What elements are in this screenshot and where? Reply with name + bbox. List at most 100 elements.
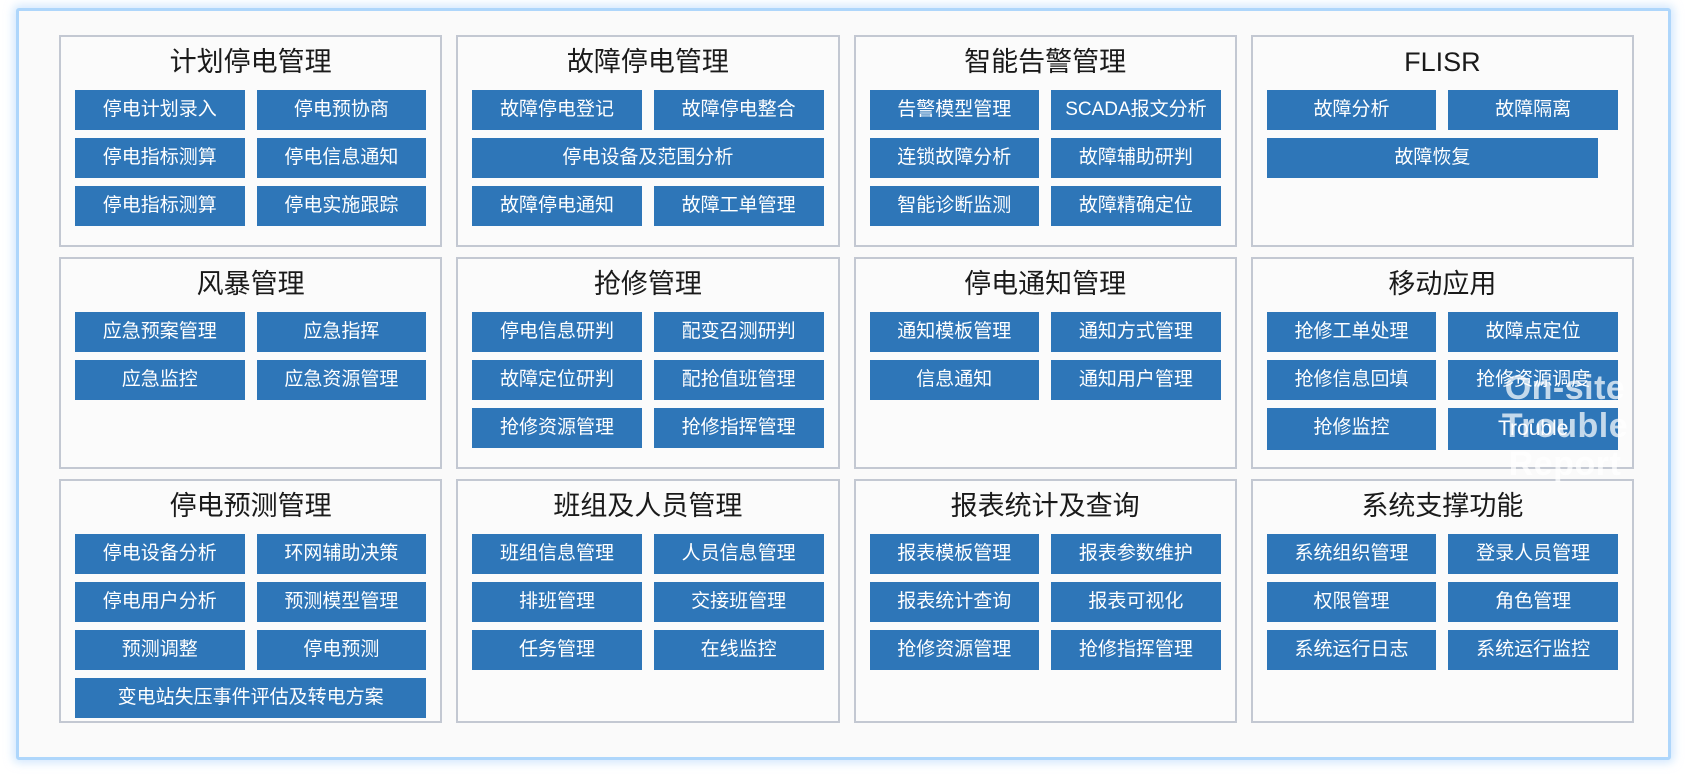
module-button[interactable]: 抢修资源管理 (472, 408, 642, 449)
panel-button-grid: 停电设备分析环网辅助决策停电用户分析预测模型管理预测调整停电预测变电站失压事件评… (75, 534, 427, 721)
panel-button-row: 停电计划录入停电预协商 (75, 90, 427, 131)
panel-button-row: 抢修工单处理故障点定位 (1266, 312, 1618, 353)
module-button[interactable]: 配抢值班管理 (653, 360, 824, 401)
module-button[interactable]: 角色管理 (1448, 582, 1618, 623)
module-button[interactable]: 智能诊断监测 (869, 186, 1040, 227)
module-button[interactable]: 故障工单管理 (653, 186, 824, 227)
module-button[interactable]: 故障恢复 (1266, 138, 1598, 179)
module-button[interactable]: 通知模板管理 (869, 312, 1040, 353)
module-button[interactable]: 停电指标测算 (75, 186, 245, 227)
module-button[interactable]: 预测模型管理 (256, 582, 427, 623)
module-button[interactable]: 交接班管理 (653, 582, 824, 623)
panel-title: 风暴管理 (196, 269, 305, 299)
module-button[interactable]: 排班管理 (472, 582, 642, 623)
panel-button-row: 抢修信息回填抢修资源调度 (1266, 360, 1618, 401)
panel-button-row: 班组信息管理人员信息管理 (472, 534, 824, 575)
module-button[interactable]: Trouble (1448, 408, 1618, 451)
panel-button-grid: 停电计划录入停电预协商停电指标测算停电信息通知停电指标测算停电实施跟踪 (75, 90, 427, 227)
module-button[interactable]: 变电站失压事件评估及转电方案 (75, 678, 427, 719)
module-grid: 计划停电管理停电计划录入停电预协商停电指标测算停电信息通知停电指标测算停电实施跟… (59, 35, 1634, 735)
panel-button-grid: 报表模板管理报表参数维护报表统计查询报表可视化抢修资源管理抢修指挥管理 (869, 534, 1221, 671)
module-button[interactable]: 故障精确定位 (1051, 186, 1221, 227)
module-button[interactable]: 在线监控 (653, 630, 824, 671)
module-panel: 风暴管理应急预案管理应急指挥应急监控应急资源管理 (59, 257, 443, 469)
module-button[interactable]: 应急指挥 (256, 312, 427, 353)
panel-button-row: 通知模板管理通知方式管理 (869, 312, 1221, 353)
module-button[interactable]: 抢修资源管理 (869, 630, 1040, 671)
module-button[interactable]: 故障停电通知 (472, 186, 642, 227)
module-button[interactable]: 应急监控 (75, 360, 245, 401)
panel-button-grid: 停电信息研判配变召测研判故障定位研判配抢值班管理抢修资源管理抢修指挥管理 (472, 312, 824, 449)
module-button[interactable]: 任务管理 (472, 630, 642, 671)
panel-button-row: 抢修资源管理抢修指挥管理 (472, 408, 824, 449)
module-button[interactable]: 故障隔离 (1448, 90, 1618, 131)
module-button[interactable]: 班组信息管理 (472, 534, 642, 575)
module-button[interactable]: 权限管理 (1266, 582, 1437, 623)
module-button[interactable]: 通知用户管理 (1051, 360, 1221, 401)
panel-button-grid: 班组信息管理人员信息管理排班管理交接班管理任务管理在线监控 (472, 534, 824, 671)
module-button[interactable]: 环网辅助决策 (256, 534, 427, 575)
panel-button-row: 系统组织管理登录人员管理 (1266, 534, 1618, 575)
panel-button-grid: 系统组织管理登录人员管理权限管理角色管理系统运行日志系统运行监控 (1266, 534, 1618, 671)
module-button[interactable]: 报表统计查询 (869, 582, 1040, 623)
module-button[interactable]: 抢修指挥管理 (1051, 630, 1221, 671)
module-button[interactable]: 抢修信息回填 (1266, 360, 1437, 401)
panel-title: 故障停电管理 (566, 47, 729, 77)
module-button[interactable]: 停电信息通知 (256, 138, 427, 179)
module-button[interactable]: 故障定位研判 (472, 360, 642, 401)
module-button[interactable]: 告警模型管理 (869, 90, 1040, 131)
module-button[interactable]: 报表参数维护 (1051, 534, 1221, 575)
module-button[interactable]: 抢修指挥管理 (653, 408, 824, 449)
module-button[interactable]: 信息通知 (869, 360, 1040, 401)
module-button[interactable]: 故障辅助研判 (1051, 138, 1221, 179)
panel-title: 报表统计及查询 (950, 491, 1140, 521)
module-button[interactable]: 故障点定位 (1448, 312, 1618, 353)
module-button[interactable]: 预测调整 (75, 630, 245, 671)
module-button[interactable]: 系统组织管理 (1266, 534, 1437, 575)
module-button[interactable]: 配变召测研判 (653, 312, 824, 353)
module-button[interactable]: 停电用户分析 (75, 582, 245, 623)
module-button[interactable]: 系统运行监控 (1448, 630, 1618, 671)
module-button[interactable]: 应急预案管理 (75, 312, 245, 353)
panel-title: 班组及人员管理 (553, 491, 743, 521)
panel-button-row: 抢修资源管理抢修指挥管理 (869, 630, 1221, 671)
module-button[interactable]: 停电信息研判 (472, 312, 642, 353)
module-button[interactable]: 停电指标测算 (75, 138, 245, 179)
module-panel: 抢修管理停电信息研判配变召测研判故障定位研判配抢值班管理抢修资源管理抢修指挥管理 (456, 257, 840, 469)
module-button[interactable]: SCADA报文分析 (1051, 90, 1221, 131)
panel-button-row: 故障停电通知故障工单管理 (472, 186, 824, 227)
module-button[interactable]: 抢修资源调度 (1448, 360, 1618, 401)
module-button[interactable]: 停电计划录入 (75, 90, 245, 131)
module-button[interactable]: 人员信息管理 (653, 534, 824, 575)
panel-button-grid: 通知模板管理通知方式管理信息通知通知用户管理 (869, 312, 1221, 401)
module-button[interactable]: 报表模板管理 (869, 534, 1040, 575)
panel-button-row: 报表模板管理报表参数维护 (869, 534, 1221, 575)
module-button[interactable]: 故障停电整合 (653, 90, 824, 131)
panel-title: 移动应用 (1388, 269, 1497, 299)
module-button[interactable]: 故障停电登记 (472, 90, 642, 131)
module-button[interactable]: 报表可视化 (1051, 582, 1221, 623)
module-button[interactable]: 系统运行日志 (1266, 630, 1437, 671)
module-button[interactable]: 抢修监控 (1266, 408, 1437, 451)
module-button[interactable]: 通知方式管理 (1051, 312, 1221, 353)
module-button[interactable]: 连锁故障分析 (869, 138, 1040, 179)
module-button[interactable]: 抢修工单处理 (1266, 312, 1437, 353)
panel-button-row: 应急监控应急资源管理 (75, 360, 427, 401)
module-button[interactable]: 停电预测 (256, 630, 427, 671)
module-button[interactable]: 登录人员管理 (1448, 534, 1618, 575)
module-button[interactable]: 停电设备分析 (75, 534, 245, 575)
panel-button-row: 连锁故障分析故障辅助研判 (869, 138, 1221, 179)
module-button[interactable]: 停电设备及范围分析 (472, 138, 824, 179)
panel-title: 停电通知管理 (964, 269, 1127, 299)
panel-button-row: 变电站失压事件评估及转电方案 (75, 678, 427, 719)
module-button[interactable]: 应急资源管理 (256, 360, 427, 401)
module-button[interactable]: 停电预协商 (256, 90, 427, 131)
panel-button-row: 预测调整停电预测 (75, 630, 427, 671)
panel-button-row: 故障停电登记故障停电整合 (472, 90, 824, 131)
module-button[interactable]: 故障分析 (1266, 90, 1437, 131)
module-button[interactable]: 停电实施跟踪 (256, 186, 427, 227)
